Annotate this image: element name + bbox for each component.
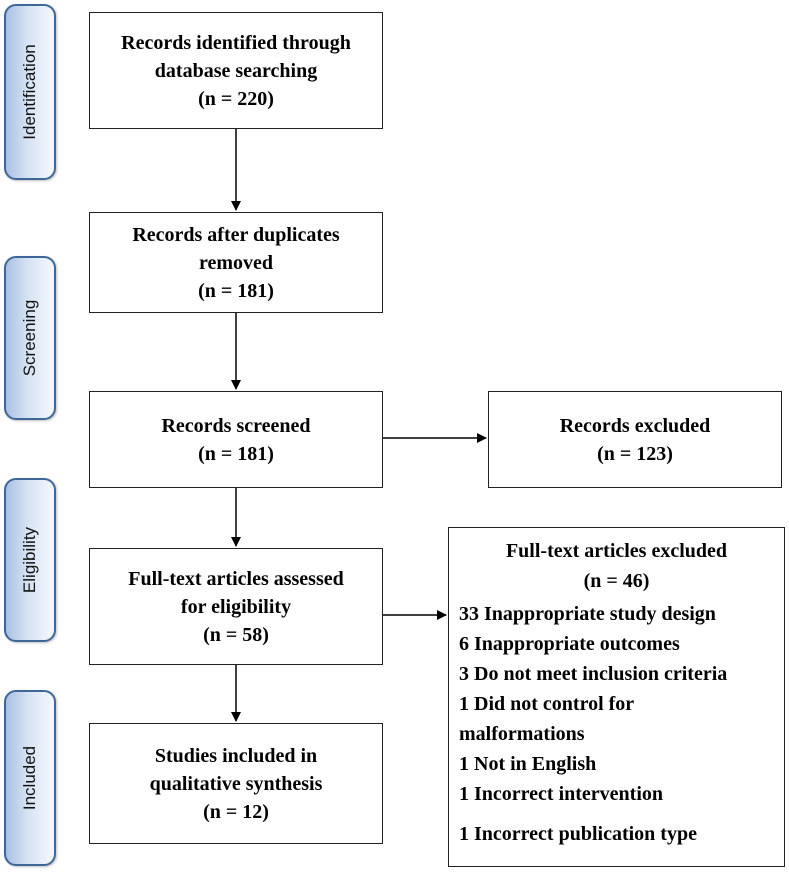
box-studies-included-count: (n = 12) <box>203 800 269 823</box>
phase-included: Included <box>4 690 56 866</box>
box-records-deduplicated-count: (n = 181) <box>198 279 274 302</box>
phase-identification: Identification <box>4 4 56 180</box>
box-fulltext-assessed-count: (n = 58) <box>203 623 269 646</box>
exclusion-reason-item: 33 Inappropriate study design <box>459 603 716 625</box>
box-records-identified-count: (n = 220) <box>198 87 274 110</box>
box-fulltext-excluded-count: (n = 46) <box>583 570 650 592</box>
exclusion-reason-item: 1 Not in English <box>459 753 597 775</box>
phase-screening: Screening <box>4 256 56 420</box>
exclusion-reason-item: 1 Incorrect intervention <box>459 783 664 805</box>
exclusion-reason-item: 1 Did not control for <box>459 693 635 715</box>
box-records-deduplicated-line-1: Records after duplicates <box>132 223 340 246</box>
box-studies-included-line-1: Studies included in <box>154 744 318 767</box>
box-records-screened-line-1: Records screened <box>161 414 311 437</box>
box-records-identified-line-2: database searching <box>154 59 318 82</box>
box-studies-included: Studies included in qualitative synthesi… <box>89 723 383 844</box>
box-records-excluded-count: (n = 123) <box>597 442 673 465</box>
phase-eligibility: Eligibility <box>4 478 56 642</box>
exclusion-reason-item: 6 Inappropriate outcomes <box>459 633 680 655</box>
box-fulltext-excluded-title: Full-text articles excluded <box>505 540 728 562</box>
box-records-identified-line-1: Records identified through <box>121 31 351 54</box>
box-fulltext-assessed: Full-text articles assessed for eligibil… <box>89 548 383 665</box>
box-records-excluded: Records excluded (n = 123) <box>488 391 782 488</box>
box-fulltext-assessed-line-1: Full-text articles assessed <box>128 567 344 590</box>
phase-eligibility-label: Eligibility <box>20 526 39 594</box>
box-records-identified: Records identified through database sear… <box>89 12 383 129</box>
phase-screening-label: Screening <box>20 299 39 377</box>
exclusion-reason-item: malformations <box>459 723 585 745</box>
exclusion-reason-item: 1 Incorrect publication type <box>459 823 697 845</box>
phase-identification-label: Identification <box>20 44 39 140</box>
phase-included-label: Included <box>20 745 39 811</box>
exclusion-reason-item: 3 Do not meet inclusion criteria <box>459 663 728 685</box>
box-studies-included-line-2: qualitative synthesis <box>149 772 323 795</box>
box-records-excluded-line-1: Records excluded <box>559 414 711 437</box>
box-fulltext-excluded: Full-text articles excluded (n = 46) 33 … <box>448 527 785 867</box>
box-records-deduplicated-line-2: removed <box>198 251 274 274</box>
box-records-screened: Records screened (n = 181) <box>89 391 383 488</box>
box-records-screened-count: (n = 181) <box>198 442 274 465</box>
box-fulltext-assessed-line-2: for eligibility <box>180 595 292 618</box>
box-records-deduplicated: Records after duplicates removed (n = 18… <box>89 212 383 313</box>
